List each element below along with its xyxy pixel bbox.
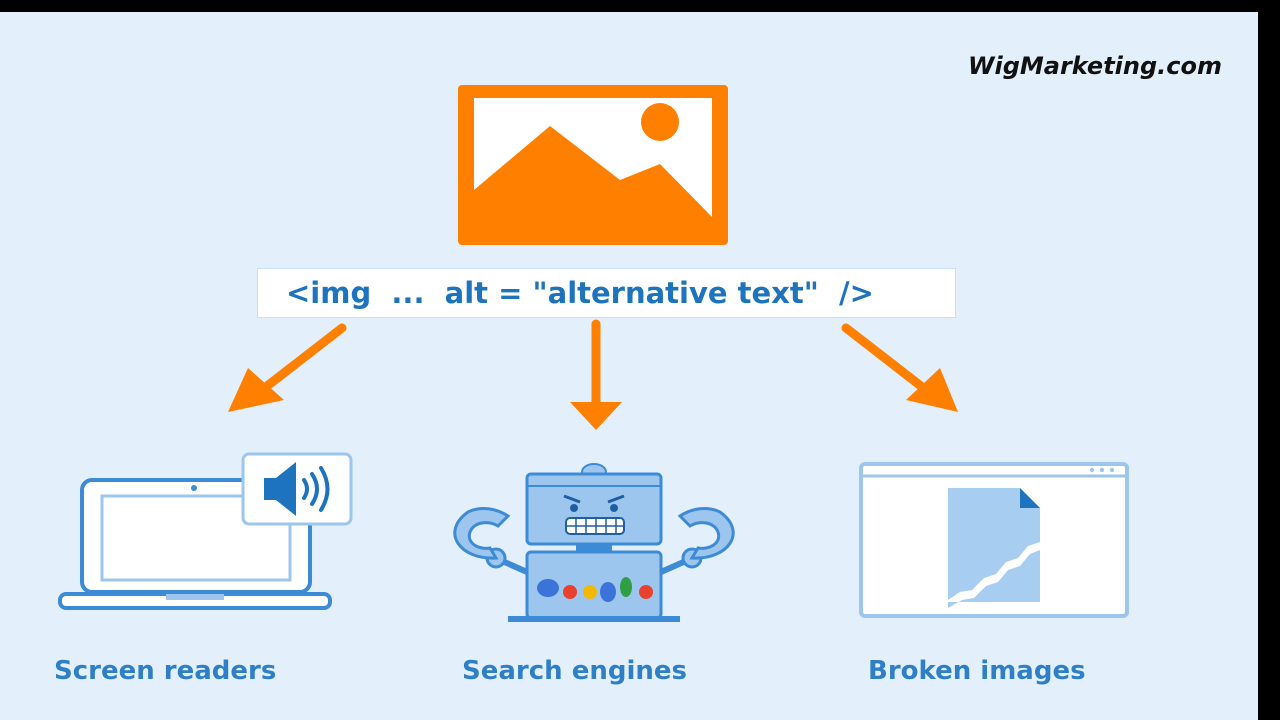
arrow-to-broken-images: [841, 323, 958, 412]
diagram-canvas: WigMarketing.com: [0, 12, 1258, 720]
robot-icon: [453, 463, 735, 622]
arrow-to-search-engines: [570, 319, 622, 430]
broken-image-browser-icon: [859, 462, 1129, 618]
diagram-graphics: [58, 85, 1129, 622]
picture-icon: [458, 85, 728, 245]
alt-attribute-code: <img ... alt = "alternative text" />: [257, 268, 956, 318]
brand-watermark: WigMarketing.com: [968, 52, 1222, 80]
caption-broken-images: Broken images: [868, 656, 1086, 686]
caption-screen-readers: Screen readers: [54, 656, 277, 686]
arrow-to-screen-readers: [228, 323, 347, 412]
speaker-icon: [241, 452, 353, 526]
caption-search-engines: Search engines: [462, 656, 687, 686]
